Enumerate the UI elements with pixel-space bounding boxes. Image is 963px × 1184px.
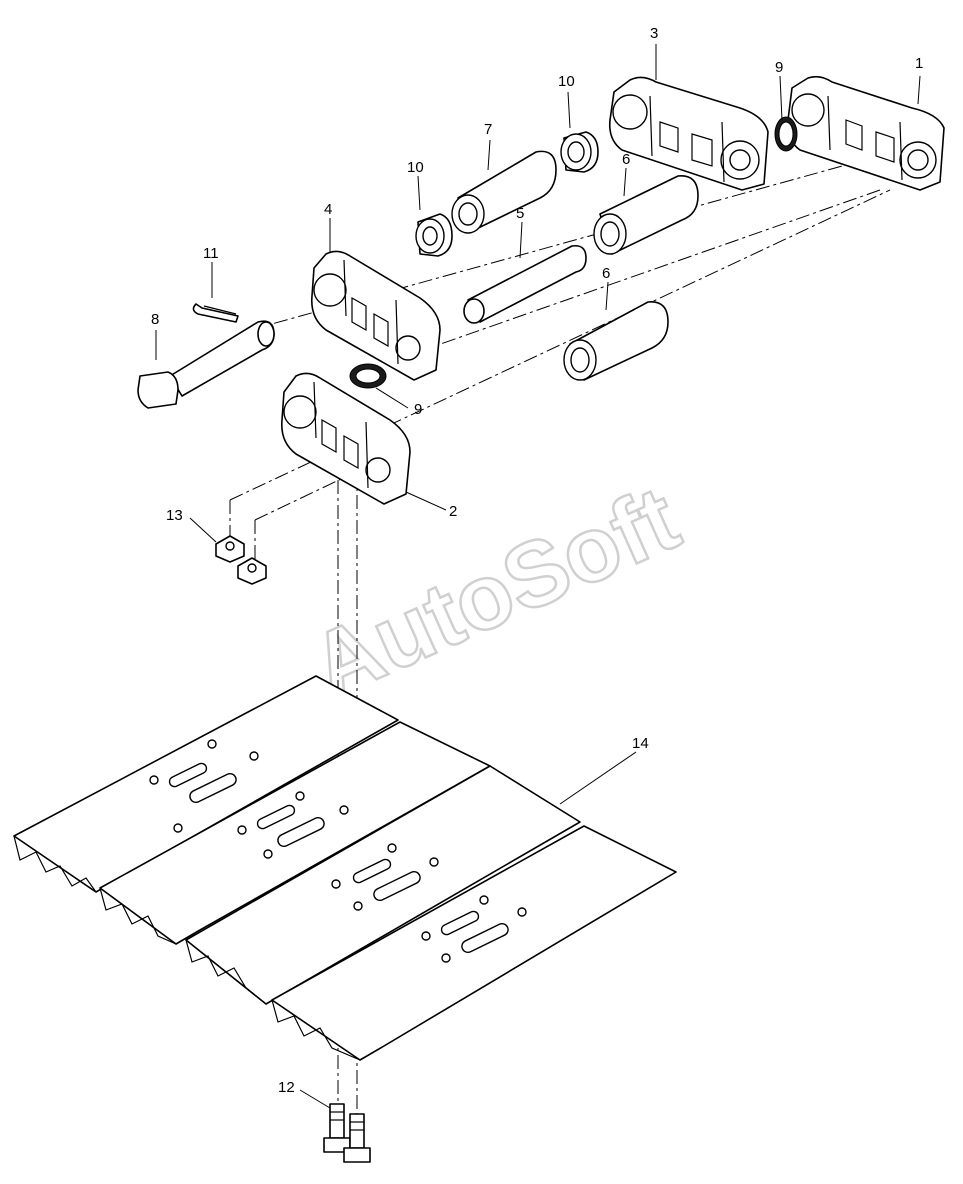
seal-9-lower xyxy=(349,363,387,389)
callout-5: 5 xyxy=(516,205,524,222)
cotter-pin-11 xyxy=(192,303,239,323)
callout-7: 7 xyxy=(484,121,492,138)
bolt-12-a xyxy=(323,1103,351,1153)
watermark: AutoSoft xyxy=(297,467,693,718)
callout-14: 14 xyxy=(632,735,649,752)
spacer-ring-10-lower xyxy=(415,213,453,257)
track-shoes-14 xyxy=(13,675,677,1061)
callout-9-lower: 9 xyxy=(414,401,422,418)
callout-10-upper: 10 xyxy=(558,73,575,90)
callout-8: 8 xyxy=(151,311,159,328)
callout-11: 11 xyxy=(203,245,219,262)
link-1 xyxy=(786,75,945,191)
leader-lines xyxy=(155,44,921,1109)
pin-5 xyxy=(463,244,587,324)
callout-labels: 1 9 3 10 7 6 10 5 4 11 6 8 9 2 13 14 12 xyxy=(151,25,923,1096)
spacer-ring-10-upper xyxy=(560,131,599,173)
nut-13-b xyxy=(237,557,267,585)
callout-2: 2 xyxy=(449,503,457,520)
callout-1: 1 xyxy=(915,55,923,72)
link-3 xyxy=(608,76,769,191)
callout-3: 3 xyxy=(650,25,658,42)
callout-6-lower: 6 xyxy=(602,265,610,282)
link-2 xyxy=(280,372,411,505)
shoe-holes xyxy=(149,739,527,963)
link-4 xyxy=(310,250,441,381)
callout-12: 12 xyxy=(278,1079,295,1096)
bushing-6-lower xyxy=(563,301,669,381)
callout-6-upper: 6 xyxy=(622,151,630,168)
seal-9-upper xyxy=(774,116,798,152)
callout-13: 13 xyxy=(166,507,183,524)
bushing-7 xyxy=(451,150,557,234)
callout-4: 4 xyxy=(324,201,332,218)
bushing-6-upper xyxy=(593,175,699,255)
callout-9-upper: 9 xyxy=(775,59,783,76)
master-pin-8 xyxy=(137,320,275,409)
bolt-12-b xyxy=(343,1113,371,1163)
callout-10-lower: 10 xyxy=(407,159,424,176)
nut-13-a xyxy=(215,535,245,563)
